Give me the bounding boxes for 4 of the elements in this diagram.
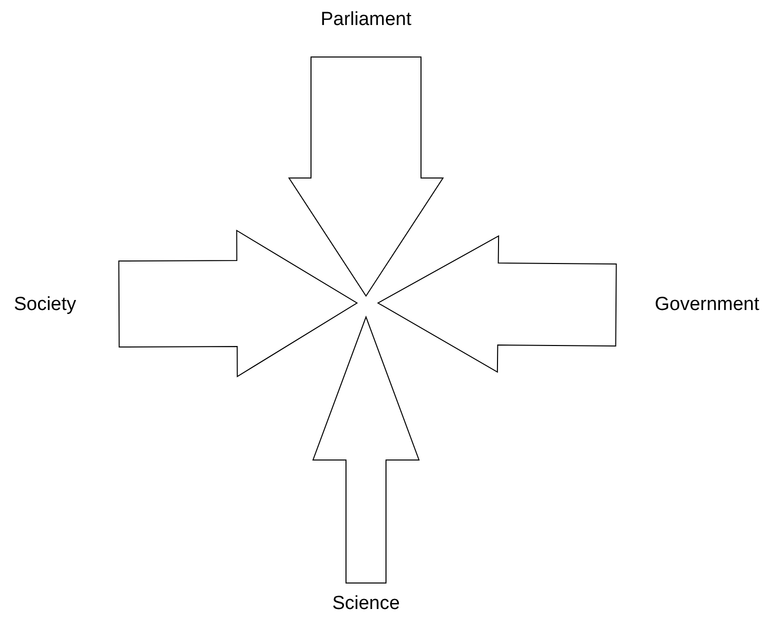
- arrow-label: Science: [332, 592, 400, 616]
- arrow-label: Parliament: [320, 8, 412, 32]
- arrow-label: Society: [14, 293, 76, 317]
- arrow-label: Government: [654, 293, 760, 317]
